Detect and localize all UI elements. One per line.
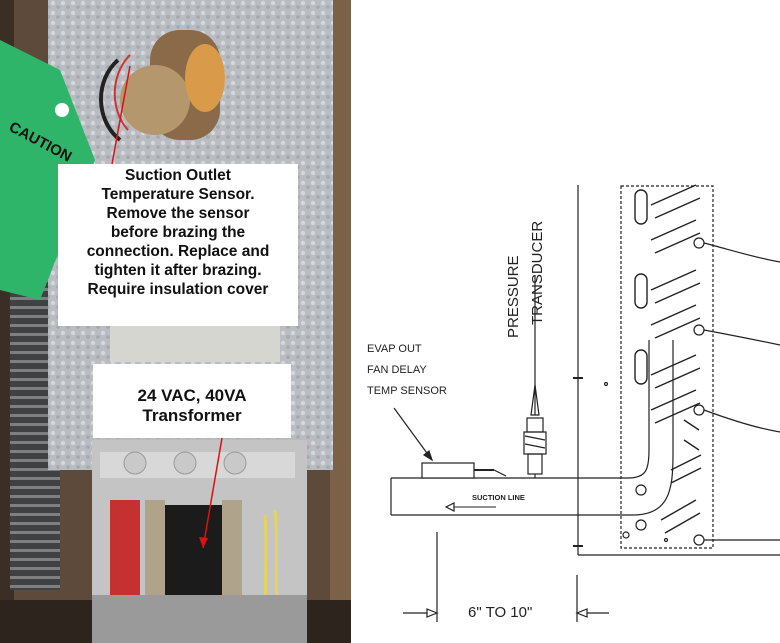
- evap-label-line: FAN DELAY: [367, 364, 427, 376]
- sensor-callout: Suction Outlet Temperature Sensor. Remov…: [58, 164, 298, 326]
- evap-label-leader: [393, 407, 433, 461]
- transformer-callout-line: 24 VAC, 40VA: [137, 386, 247, 405]
- suction-line-diagram: PRESSURE TRANSDUCER EVAP OUT FAN DELAY T…: [367, 184, 780, 622]
- transformer-callout: 24 VAC, 40VA Transformer: [93, 364, 291, 438]
- sensor-callout-line: Remove the sensor: [106, 205, 250, 222]
- coil-tubes: [634, 184, 702, 534]
- caution-tag: CAUTION: [0, 40, 95, 300]
- evaporator-coil: [620, 185, 714, 549]
- transducer-label: TRANSDUCER: [529, 221, 546, 325]
- transformer-pointer: [202, 437, 223, 549]
- sensor-callout-line: Temperature Sensor.: [101, 186, 255, 203]
- suction-line-label: SUCTION LINE: [472, 493, 525, 502]
- evap-label-line: EVAP OUT: [367, 343, 422, 355]
- evap-temp-sensor: [421, 462, 475, 479]
- distance-label: 6" TO 10": [468, 604, 532, 621]
- sensor-callout-line: Suction Outlet: [125, 167, 231, 184]
- sensor-callout-line: connection. Replace and: [86, 243, 270, 260]
- pressure-transducer: [523, 275, 547, 478]
- sensor-callout-line: Require insulation cover: [87, 281, 269, 298]
- evap-label-line: TEMP SENSOR: [367, 385, 447, 397]
- pressure-label: PRESSURE: [505, 255, 522, 338]
- transformer-callout-line: Transformer: [142, 406, 242, 425]
- sensor-pointer: [111, 65, 131, 165]
- sensor-callout-line: before brazing the: [110, 224, 246, 241]
- sensor-callout-line: tighten it after brazing.: [94, 262, 262, 279]
